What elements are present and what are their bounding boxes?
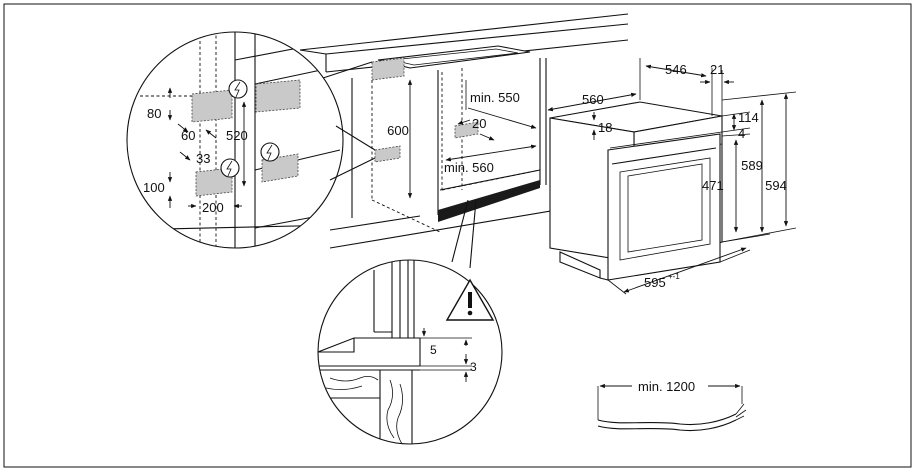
label-595-tolerance: +-1	[668, 272, 680, 281]
built-in-oven	[549, 101, 723, 281]
label-594: 594	[765, 178, 787, 193]
lightning-bolt-in-circle-icon	[220, 158, 240, 178]
electrical-zone-detail: 80 60 520 33 100 200	[126, 31, 376, 249]
label-600: 600	[387, 123, 409, 138]
label-20: 20	[472, 116, 486, 131]
label-100: 100	[143, 180, 165, 195]
dim-600: 600	[387, 79, 413, 199]
label-5: 5	[430, 343, 437, 357]
label-546: 546	[665, 62, 687, 77]
lightning-bolt-in-circle-icon	[260, 142, 280, 162]
label-114: 114	[738, 110, 759, 125]
diagram-frame	[3, 3, 912, 468]
kitchen-cabinet	[299, 13, 641, 249]
dim-min-560: min. 560	[444, 144, 537, 175]
label-80: 80	[147, 106, 161, 121]
label-33: 33	[196, 151, 210, 166]
label-560-width: 560	[582, 92, 604, 107]
label-18: 18	[598, 120, 612, 135]
lightning-bolt-in-circle-icon	[228, 79, 248, 99]
dim-20: 20	[457, 116, 495, 141]
label-60: 60	[181, 128, 195, 143]
label-3: 3	[470, 360, 477, 374]
label-595: 595	[644, 275, 666, 290]
door-gap-detail: 5 3	[317, 199, 503, 445]
power-cable: min. 1200	[597, 379, 747, 432]
label-200: 200	[202, 200, 224, 215]
label-min-550: min. 550	[470, 90, 520, 105]
label-min-1200: min. 1200	[638, 379, 695, 394]
exclamation-triangle-icon	[445, 278, 495, 321]
label-21: 21	[710, 62, 724, 77]
oven-dimensions: 546 21 560 18 114 4 471 589 594 595	[547, 58, 797, 295]
label-589: 589	[741, 158, 763, 173]
label-min-560: min. 560	[444, 160, 494, 175]
dim-min-550: min. 550	[465, 80, 537, 129]
label-471: 471	[702, 178, 724, 193]
label-4: 4	[738, 126, 745, 141]
